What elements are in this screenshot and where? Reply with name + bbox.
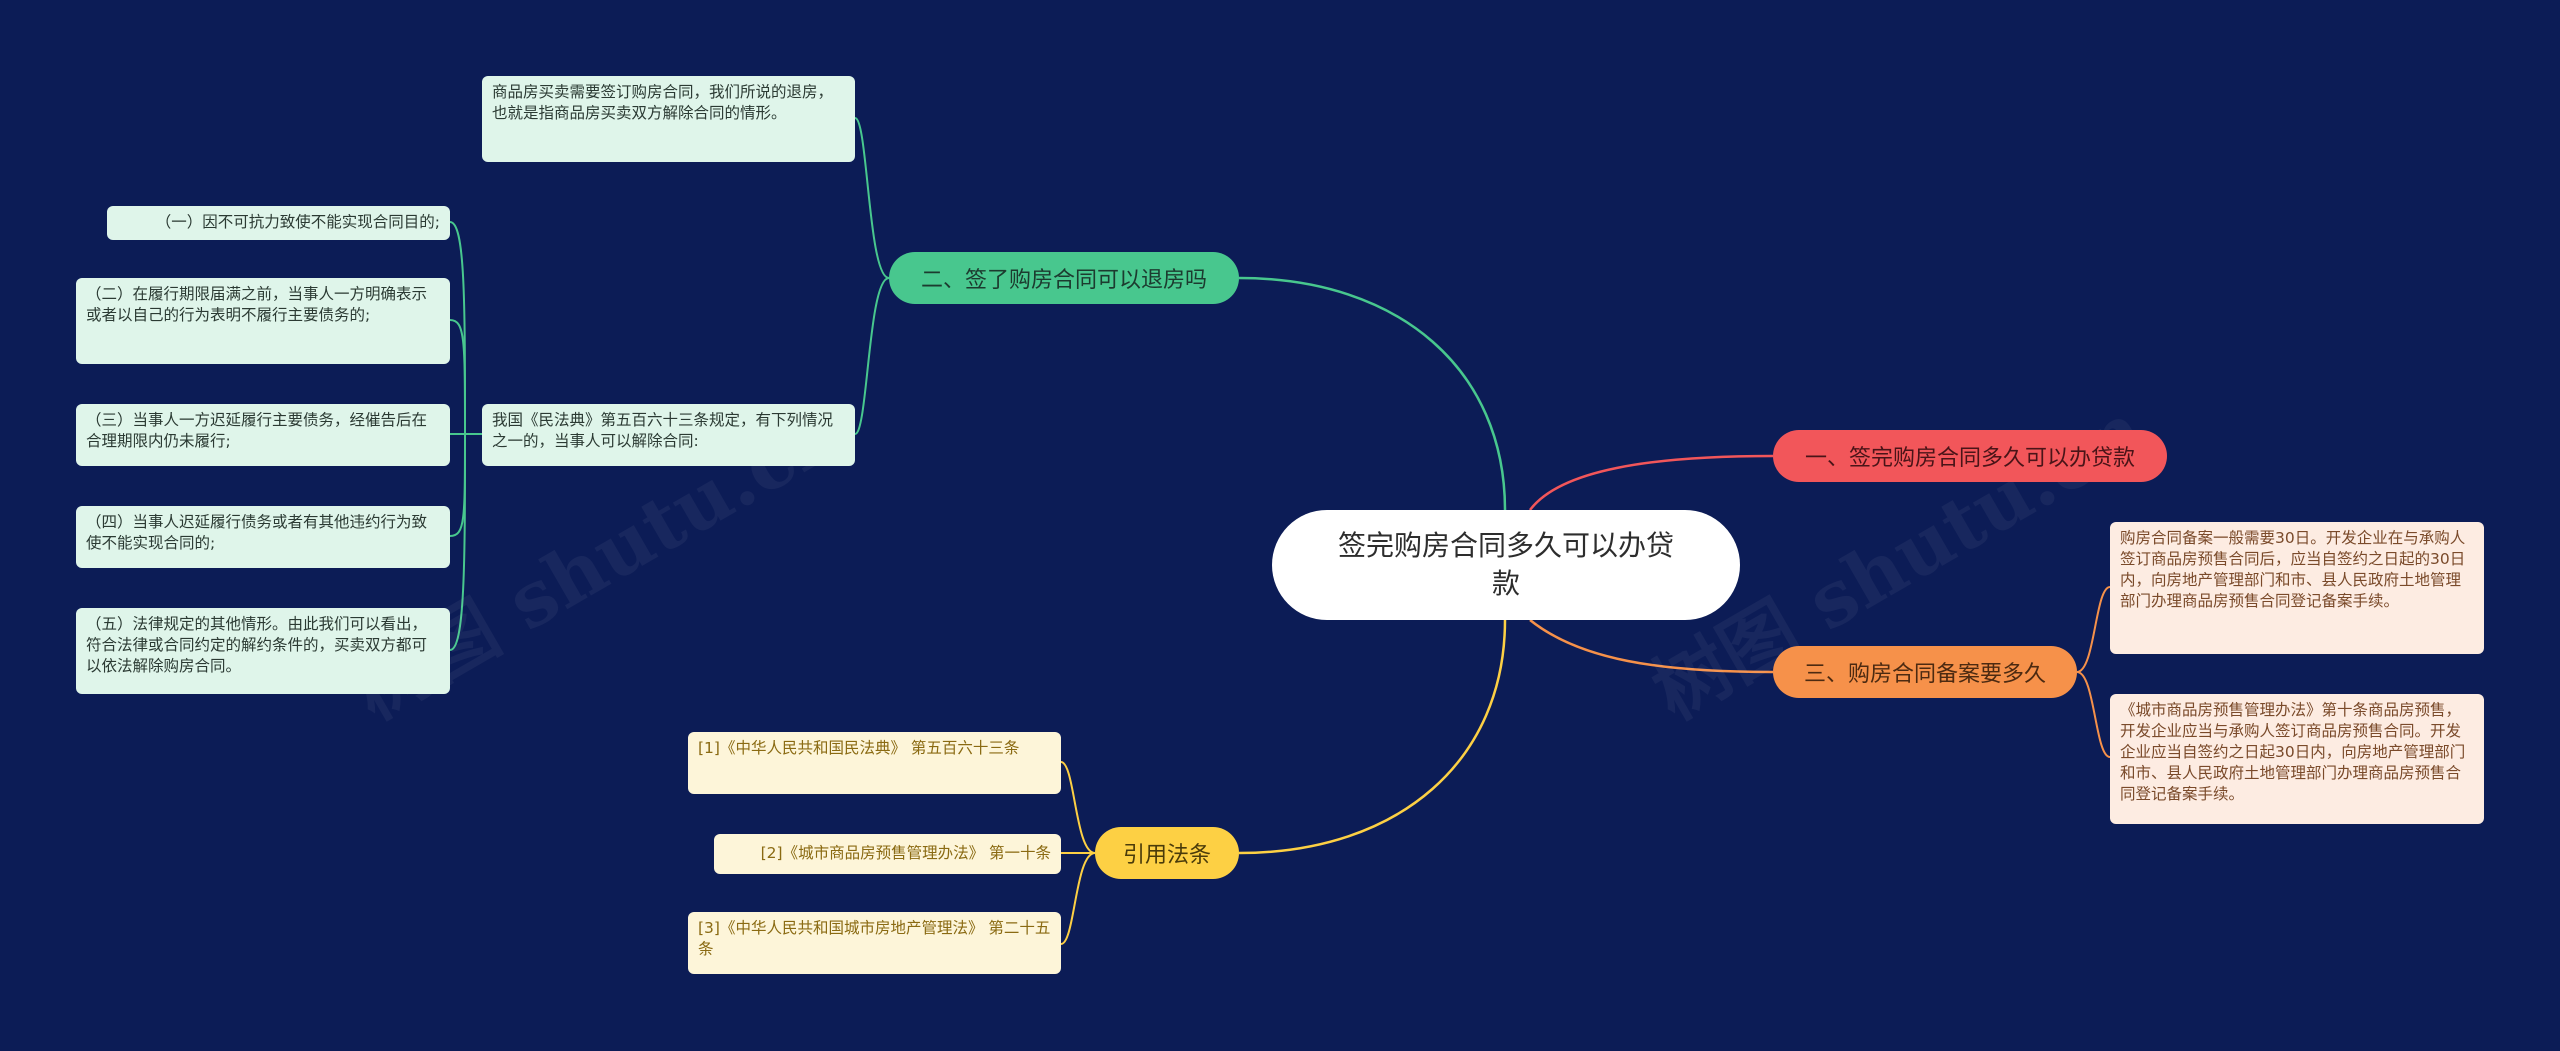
law-citation-3[interactable]: [3]《中华人民共和国城市房地产管理法》 第二十五条: [688, 912, 1061, 974]
central-topic-label: 签完购房合同多久可以办贷款: [1337, 529, 1674, 600]
edge-item-4: [449, 433, 466, 537]
edge-item-5: [449, 433, 466, 651]
law-citation-1[interactable]: [1]《中华人民共和国民法典》 第五百六十三条: [688, 732, 1061, 794]
law-citation-2[interactable]: [2]《城市商品房预售管理办法》 第一十条: [714, 834, 1061, 874]
edge-center-b2: [1238, 276, 1507, 511]
leaf-return-intro[interactable]: 商品房买卖需要签订购房合同，我们所说的退房，也就是指商品房买卖双方解除合同的情形…: [482, 76, 855, 162]
leaf-condition-3[interactable]: （三）当事人一方迟延履行主要债务，经催告后在合理期限内仍未履行;: [76, 404, 450, 466]
branch-cited-laws-label: 引用法条: [1122, 843, 1211, 868]
branch-contract-filing[interactable]: 三、购房合同备案要多久: [1773, 646, 2077, 698]
leaf-condition-2[interactable]: （二）在履行期限届满之前，当事人一方明确表示或者以自己的行为表明不履行主要债务的…: [76, 278, 450, 364]
edge-center-b3: [1529, 619, 1774, 674]
edge-item-2: [449, 319, 466, 435]
edge-b2-law: [854, 277, 890, 435]
branch-loan-timing[interactable]: 一、签完购房合同多久可以办贷款: [1773, 430, 2167, 482]
leaf-condition-5[interactable]: （五）法律规定的其他情形。由此我们可以看出，符合法律或合同约定的解约条件的，买卖…: [76, 608, 450, 694]
branch-cited-laws[interactable]: 引用法条: [1095, 827, 1239, 879]
edge-b3-leaf2: [2076, 671, 2111, 758]
leaf-presale-rule-article-10[interactable]: 《城市商品房预售管理办法》第十条商品房预售，开发企业应当与承购人签订商品房预售合…: [2110, 694, 2484, 824]
edge-center-b4: [1238, 619, 1507, 855]
edge-center-b1: [1529, 454, 1774, 511]
leaf-condition-4[interactable]: （四）当事人迟延履行债务或者有其他违约行为致使不能实现合同的;: [76, 506, 450, 568]
leaf-civil-code-rule[interactable]: 我国《民法典》第五百六十三条规定，有下列情况之一的，当事人可以解除合同:: [482, 404, 855, 466]
branch-return-house[interactable]: 二、签了购房合同可以退房吗: [889, 252, 1239, 304]
edge-b4-leaf1: [1060, 761, 1096, 854]
edge-b4-leaf3: [1060, 852, 1096, 945]
branch-loan-timing-label: 一、签完购房合同多久可以办贷款: [1804, 446, 2135, 471]
branch-return-house-label: 二、签了购房合同可以退房吗: [920, 268, 1207, 293]
edge-b3-leaf1: [2076, 586, 2111, 673]
leaf-condition-1[interactable]: （一）因不可抗力致使不能实现合同目的;: [107, 206, 450, 240]
central-topic[interactable]: 签完购房合同多久可以办贷款: [1272, 510, 1740, 620]
edge-b2-intro: [854, 117, 890, 279]
leaf-filing-30-days[interactable]: 购房合同备案一般需要30日。开发企业在与承购人签订商品房预售合同后，应当自签约之…: [2110, 522, 2484, 654]
edge-item-1: [449, 221, 466, 435]
branch-contract-filing-label: 三、购房合同备案要多久: [1803, 662, 2046, 687]
